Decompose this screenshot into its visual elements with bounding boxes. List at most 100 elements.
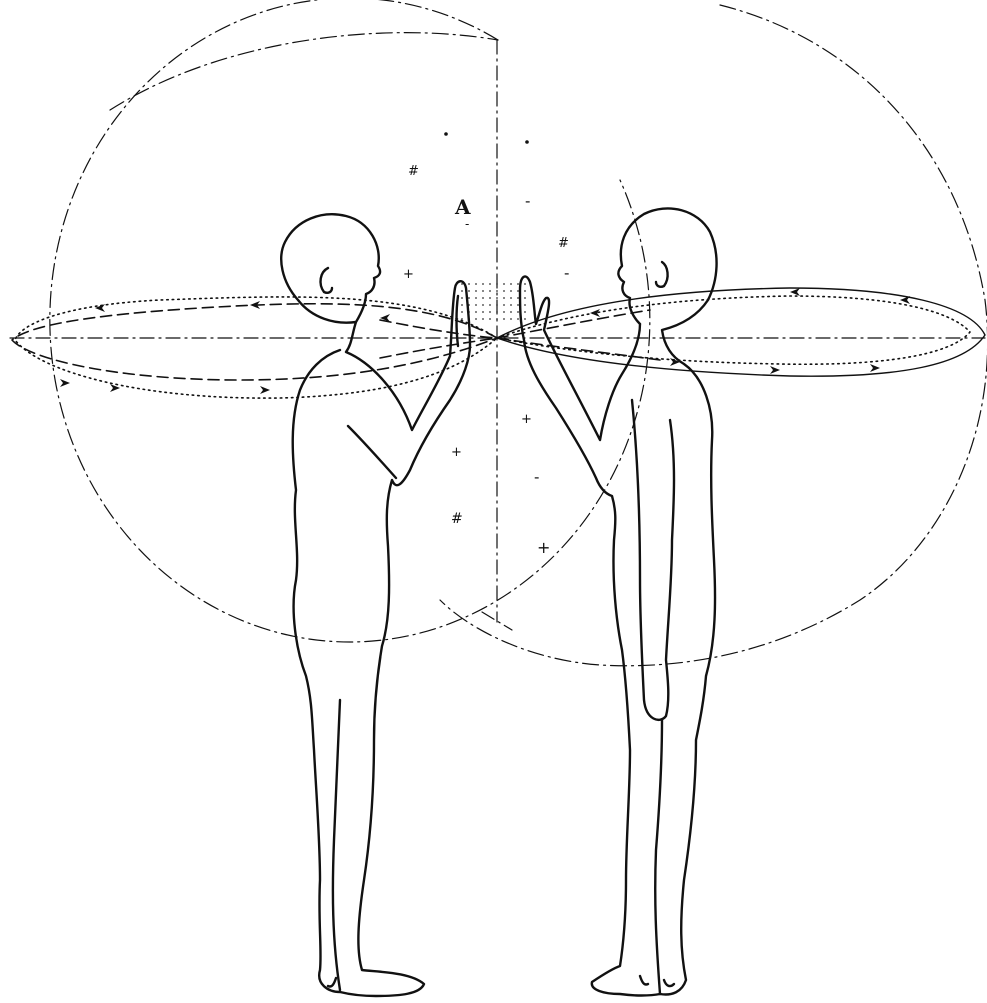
- field-dot: [524, 304, 526, 306]
- minus-sign: -: [465, 217, 469, 231]
- plus-sign: +: [403, 267, 414, 282]
- right-person: [328, 208, 717, 995]
- left-field-circle: [50, 0, 650, 642]
- arrow-icon: [60, 379, 70, 387]
- field-dot: [496, 318, 498, 320]
- field-dot: [524, 318, 526, 320]
- field-dot: [489, 318, 491, 320]
- field-dot: [475, 318, 477, 320]
- field-dot: [503, 283, 505, 285]
- field-dot: [468, 283, 470, 285]
- field-dot: [510, 297, 512, 299]
- arrow-icon: [770, 366, 780, 374]
- field-dot: [517, 318, 519, 320]
- field-dot: [524, 283, 526, 285]
- field-dot: [475, 290, 477, 292]
- arrow-icon: [110, 384, 120, 392]
- label-a: A: [454, 195, 471, 219]
- field-dot: [503, 318, 505, 320]
- plus-sign: +: [521, 412, 532, 427]
- field-dot: [468, 290, 470, 292]
- field-dot: [482, 297, 484, 299]
- field-dot: [510, 318, 512, 320]
- field-dot: [489, 290, 491, 292]
- field-dot: [482, 304, 484, 306]
- crossing-strand-1: [380, 320, 660, 360]
- right-person-toes: [640, 976, 674, 986]
- right-lobe-solid: [497, 288, 985, 376]
- dot-mark: [525, 140, 529, 144]
- field-dot: [475, 304, 477, 306]
- left-person-ear: [321, 268, 332, 293]
- field-dot: [496, 297, 498, 299]
- hash-sign: #: [451, 511, 463, 527]
- left-person-leg-split: [333, 700, 340, 990]
- field-dot: [496, 283, 498, 285]
- field-dot: [517, 297, 519, 299]
- field-dot: [496, 311, 498, 313]
- field-dot: [517, 304, 519, 306]
- upper-arc: [110, 33, 498, 110]
- left-lobe-dashed: [12, 304, 497, 380]
- crossing-strand-2: [380, 310, 650, 358]
- field-dot: [482, 318, 484, 320]
- field-dot: [482, 311, 484, 313]
- field-dot: [503, 311, 505, 313]
- field-dot: [510, 290, 512, 292]
- right-person-ear: [656, 262, 668, 287]
- field-dot: [489, 304, 491, 306]
- field-dot: [475, 311, 477, 313]
- field-dot: [510, 283, 512, 285]
- minus-sign: -: [534, 468, 539, 486]
- arrow-icon: [790, 288, 800, 296]
- field-dot: [461, 304, 463, 306]
- arrow-icon: [900, 296, 910, 304]
- arrow-icon: [260, 386, 270, 394]
- dot-mark: [444, 132, 448, 136]
- plus-sign: +: [537, 538, 550, 557]
- field-dot: [468, 297, 470, 299]
- field-dot: [489, 283, 491, 285]
- field-sign-markings: A # # # + + + + - - - -: [403, 132, 569, 557]
- field-dot: [475, 297, 477, 299]
- field-dot: [482, 283, 484, 285]
- hash-sign: #: [408, 164, 419, 179]
- hash-sign: #: [558, 236, 569, 251]
- field-dot: [517, 283, 519, 285]
- field-dot: [503, 304, 505, 306]
- field-dot: [503, 290, 505, 292]
- field-dot: [461, 283, 463, 285]
- field-dot: [503, 297, 505, 299]
- left-person-toes: [328, 978, 336, 987]
- field-dot: [510, 311, 512, 313]
- figure-eight-loops: [12, 288, 985, 398]
- field-dot: [461, 311, 463, 313]
- hand-dot-field: [461, 283, 526, 320]
- plus-sign: +: [451, 445, 462, 460]
- right-person-arm-back: [632, 400, 674, 720]
- field-dot: [482, 290, 484, 292]
- arrow-icon: [870, 364, 880, 372]
- field-dot: [496, 290, 498, 292]
- field-circles: [50, 0, 987, 666]
- field-dot: [461, 290, 463, 292]
- field-dot: [489, 311, 491, 313]
- arrow-icon: [95, 304, 105, 312]
- left-person-arm-inner: [348, 426, 396, 478]
- field-dot: [524, 290, 526, 292]
- field-dot: [489, 297, 491, 299]
- field-dot: [524, 311, 526, 313]
- field-dot: [517, 290, 519, 292]
- field-dot: [496, 304, 498, 306]
- field-dot: [461, 297, 463, 299]
- right-person-leg-split: [655, 720, 662, 994]
- field-dot: [510, 304, 512, 306]
- field-dot: [517, 311, 519, 313]
- field-dot: [461, 318, 463, 320]
- right-person-outline: [520, 208, 717, 995]
- field-dot: [475, 283, 477, 285]
- minus-sign: -: [525, 192, 530, 210]
- axes: [10, 40, 985, 630]
